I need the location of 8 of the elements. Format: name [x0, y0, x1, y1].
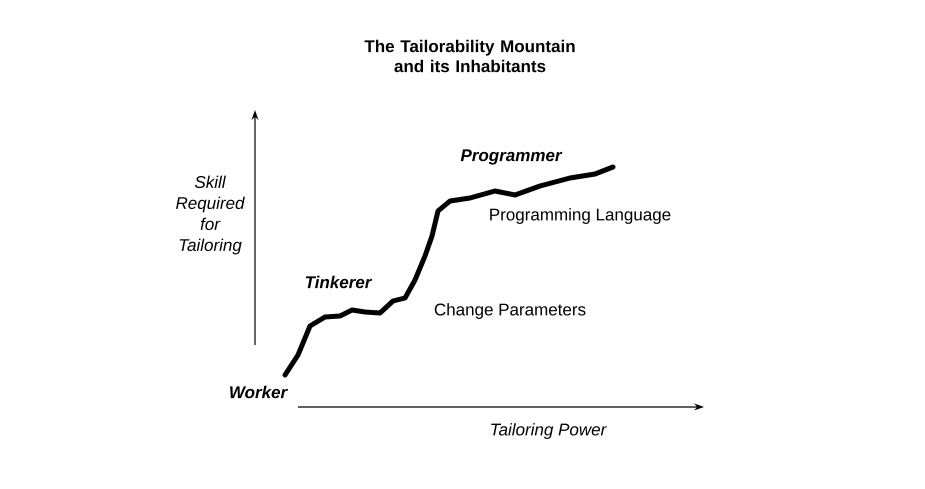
stage-label: Programming Language: [490, 208, 670, 224]
title: The Tailorability Mountain and its Inhabitants: [364, 40, 575, 72]
axis-label: Tailoring Power: [491, 423, 607, 439]
inhabitant-label: Worker: [230, 386, 288, 398]
inhabitant-label: Programmer: [460, 149, 562, 165]
inhabitant-label: Tinkerer: [306, 276, 372, 288]
stage-label: Change Parameters: [434, 303, 586, 319]
axis-label: Skill Required for Tailoring: [176, 176, 245, 254]
